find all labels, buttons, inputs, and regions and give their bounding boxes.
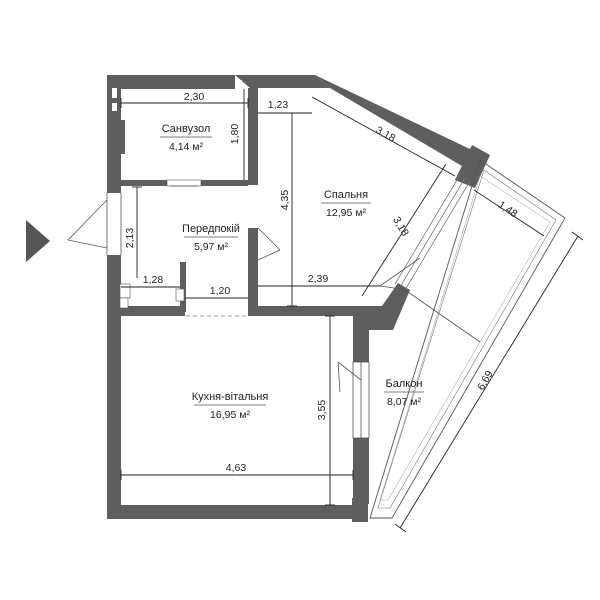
entrance-door [67,193,122,255]
dim-balcony-length: 6,69 [475,369,496,393]
dimension-lines [120,89,584,533]
room-area: 12,95 м² [326,207,366,219]
room-name: Балкон [386,378,423,390]
walls [107,75,490,522]
dim-bedroom-top: 1,23 [268,99,289,111]
room-name: Кухня-вітальня [192,391,269,403]
dim-bath-height: 1,80 [229,124,241,145]
bathroom-door [166,179,202,187]
bedroom-window [394,174,471,291]
room-area: 4,14 м² [169,141,204,153]
dim-bath-width: 2,30 [184,91,205,103]
dim-kitchen-height: 3,55 [316,400,328,421]
bedroom-balcony-door [379,257,421,291]
kitchen-balcony-door [337,361,370,439]
room-area: 16,95 м² [210,409,250,421]
dim-bedroom-diag: 3,18 [374,124,398,144]
room-balcony-label: Балкон 8,07 м² [384,378,424,408]
wall-details [112,80,242,309]
dim-kitchen-width: 4,63 [226,462,247,474]
dim-bedroom-window: 3,18 [390,215,411,239]
room-area: 8,07 м² [387,396,422,408]
room-bedroom-label: Спальня 12,95 м² [321,189,371,219]
dim-balcony-top: 1,48 [496,199,520,220]
room-area: 5,97 м² [194,241,229,253]
room-name: Спальня [324,189,368,201]
room-kitchen-label: Кухня-вітальня 16,95 м² [192,391,269,421]
bedroom-door [257,227,281,261]
dim-bedroom-bottom: 2,39 [308,273,329,285]
room-hallway-label: Передпокій 5,97 м² [182,223,240,253]
dim-bedroom-height: 4,35 [279,190,291,211]
dim-hall-small: 1,28 [143,274,164,286]
dim-hall-height: 2,13 [124,228,136,249]
room-name: Санвузол [162,123,211,135]
room-bathroom-label: Санвузол 4,14 м² [160,123,212,153]
entrance-arrow-icon [26,220,50,262]
balcony-outline [369,159,566,519]
room-name: Передпокій [182,223,240,235]
dim-hall-door: 1,20 [210,285,231,297]
